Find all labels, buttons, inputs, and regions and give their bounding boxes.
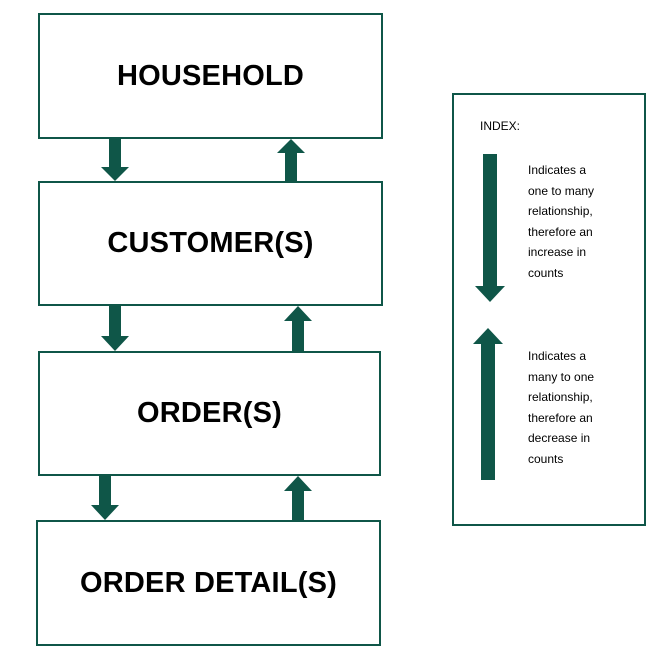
index-entry-line: therefore an	[528, 224, 593, 239]
index-entry-one-to-many: Indicates a one to many relationship, th…	[528, 160, 640, 284]
index-entry-line: increase in	[528, 245, 587, 260]
household-to-customer-down-arrow-icon	[101, 139, 129, 181]
household-box: HOUSEHOLD	[38, 13, 383, 139]
order-box: ORDER(S)	[38, 351, 381, 476]
index-entry-line: counts	[528, 451, 564, 466]
index-entry-line: therefore an	[528, 410, 593, 425]
arrow-up-icon	[473, 328, 503, 480]
order-detail-label: ORDER DETAIL(S)	[79, 566, 337, 599]
index-entry-line: relationship,	[528, 204, 593, 219]
index-entry-line: relationship,	[528, 390, 593, 405]
index-entry-line: Indicates a	[528, 349, 587, 363]
index-entry-line: Indicates a	[528, 163, 587, 177]
customer-to-household-up-arrow-icon	[277, 139, 305, 181]
order-to-customer-up-arrow-icon	[284, 306, 312, 351]
index-entry-many-to-one: Indicates a many to one relationship, th…	[528, 346, 640, 470]
detail-to-order-up-arrow-icon	[284, 476, 312, 520]
arrow-down-icon	[475, 154, 505, 302]
index-legend: INDEX: Indicates a one to many relations…	[452, 93, 646, 526]
order-to-detail-down-arrow-icon	[91, 476, 119, 520]
index-title: INDEX:	[480, 119, 521, 133]
order-detail-box: ORDER DETAIL(S)	[36, 520, 381, 646]
customer-to-order-down-arrow-icon	[101, 306, 129, 351]
index-entry-line: counts	[528, 265, 564, 280]
customer-label: CUSTOMER(S)	[107, 227, 314, 259]
customer-box: CUSTOMER(S)	[38, 181, 383, 306]
index-entry-line: many to one	[528, 369, 595, 384]
order-label: ORDER(S)	[137, 397, 282, 429]
household-label: HOUSEHOLD	[116, 59, 305, 92]
index-entry-line: decrease in	[528, 431, 591, 446]
index-entry-line: one to many	[528, 183, 595, 198]
